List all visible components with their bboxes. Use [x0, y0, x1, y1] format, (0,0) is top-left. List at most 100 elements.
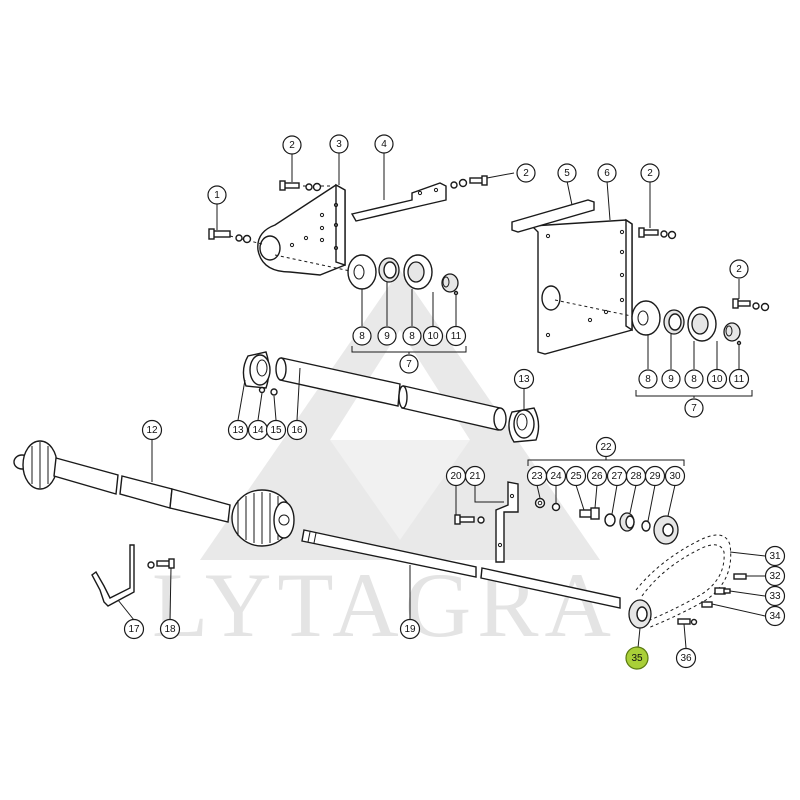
callout-14[interactable]: 14 — [247, 419, 269, 441]
callout-15[interactable]: 15 — [265, 419, 287, 441]
callout-9[interactable]: 9 — [377, 326, 397, 346]
callout-circle — [513, 368, 535, 390]
callout-16[interactable]: 16 — [286, 419, 308, 441]
callout-6[interactable]: 6 — [597, 163, 617, 183]
callout-circle — [644, 465, 666, 487]
leader-lines — [117, 152, 766, 649]
callout-circle — [422, 325, 444, 347]
callout-34[interactable]: 34 — [764, 605, 786, 627]
callout-10[interactable]: 10 — [422, 325, 444, 347]
callout-26[interactable]: 26 — [586, 465, 608, 487]
callout-8[interactable]: 8 — [352, 326, 372, 346]
callout-label: 8 — [359, 331, 365, 342]
callout-29[interactable]: 29 — [644, 465, 666, 487]
drive-shaft — [301, 529, 621, 609]
callout-circle — [377, 326, 397, 346]
callout-circle — [123, 618, 145, 640]
callout-35-highlighted[interactable]: 35 — [625, 646, 649, 670]
callout-13[interactable]: 13 — [227, 419, 249, 441]
callout-8[interactable]: 8 — [402, 326, 422, 346]
callout-circle — [640, 163, 660, 183]
callout-circle — [684, 369, 704, 389]
callout-label: 2 — [523, 168, 529, 179]
callout-7[interactable]: 7 — [684, 398, 704, 418]
callout-label: 35 — [631, 653, 643, 664]
callout-label: 7 — [406, 359, 412, 370]
callout-11[interactable]: 11 — [445, 325, 467, 347]
callout-18[interactable]: 18 — [159, 618, 181, 640]
callout-label: 5 — [564, 168, 570, 179]
bolt-set-left — [208, 180, 322, 244]
callout-3[interactable]: 3 — [329, 134, 349, 154]
callout-2[interactable]: 2 — [516, 163, 536, 183]
callout-8[interactable]: 8 — [638, 369, 658, 389]
bracket-left — [229, 183, 356, 276]
callout-circle — [282, 135, 302, 155]
callout-5[interactable]: 5 — [557, 163, 577, 183]
callout-36[interactable]: 36 — [675, 647, 697, 669]
small-parts-22 — [534, 497, 679, 545]
callout-label: 2 — [289, 140, 295, 151]
callout-2[interactable]: 2 — [729, 259, 749, 279]
callout-label: 29 — [649, 471, 661, 482]
callout-13[interactable]: 13 — [513, 368, 535, 390]
callout-label: 24 — [550, 471, 562, 482]
callout-4[interactable]: 4 — [374, 134, 394, 154]
callout-24[interactable]: 24 — [545, 465, 567, 487]
callout-22[interactable]: 22 — [595, 436, 617, 458]
callout-33[interactable]: 33 — [764, 585, 786, 607]
callout-label: 2 — [736, 264, 742, 275]
callout-circle — [445, 325, 467, 347]
callout-label: 11 — [734, 374, 745, 385]
callout-11[interactable]: 11 — [728, 368, 750, 390]
callout-circle — [286, 419, 308, 441]
callout-23[interactable]: 23 — [526, 465, 548, 487]
callout-circle — [545, 465, 567, 487]
callout-19[interactable]: 19 — [399, 618, 421, 640]
callout-label: 14 — [252, 425, 264, 436]
callout-10[interactable]: 10 — [706, 368, 728, 390]
callout-label: 30 — [669, 471, 681, 482]
callout-label: 23 — [531, 471, 543, 482]
callout-label: 6 — [604, 168, 610, 179]
callout-8[interactable]: 8 — [684, 369, 704, 389]
callout-27[interactable]: 27 — [606, 465, 628, 487]
callout-circle — [207, 185, 227, 205]
callout-12[interactable]: 12 — [141, 419, 163, 441]
callout-circle — [516, 163, 536, 183]
callout-2[interactable]: 2 — [640, 163, 660, 183]
callout-2[interactable]: 2 — [282, 135, 302, 155]
watermark-logo: LYTAGRA — [152, 270, 617, 656]
callout-30[interactable]: 30 — [664, 465, 686, 487]
callout-32[interactable]: 32 — [764, 565, 786, 587]
watermark-text: LYTAGRA — [152, 554, 617, 656]
strap-upper-left — [350, 175, 488, 222]
callout-25[interactable]: 25 — [565, 465, 587, 487]
callout-label: 32 — [769, 571, 781, 582]
callout-7[interactable]: 7 — [399, 354, 419, 374]
callout-label: 28 — [630, 471, 642, 482]
callout-circle — [265, 419, 287, 441]
callout-9[interactable]: 9 — [661, 369, 681, 389]
plate-right — [511, 199, 770, 355]
callout-circle — [675, 647, 697, 669]
callout-28[interactable]: 28 — [625, 465, 647, 487]
callout-20[interactable]: 20 — [445, 465, 467, 487]
callout-label: 11 — [451, 331, 462, 342]
callout-label: 3 — [336, 139, 342, 150]
callout-17[interactable]: 17 — [123, 618, 145, 640]
chain-drive — [628, 534, 747, 629]
callout-label: 21 — [469, 471, 481, 482]
callout-31[interactable]: 31 — [764, 545, 786, 567]
callout-1[interactable]: 1 — [207, 185, 227, 205]
callout-circle — [464, 465, 486, 487]
callout-circle — [661, 369, 681, 389]
callout-circle — [764, 565, 786, 587]
callout-21[interactable]: 21 — [464, 465, 486, 487]
callout-label: 7 — [691, 403, 697, 414]
callout-label: 31 — [769, 551, 781, 562]
bracket-21 — [454, 481, 519, 563]
callout-label: 27 — [611, 471, 623, 482]
callout-circle — [141, 419, 163, 441]
